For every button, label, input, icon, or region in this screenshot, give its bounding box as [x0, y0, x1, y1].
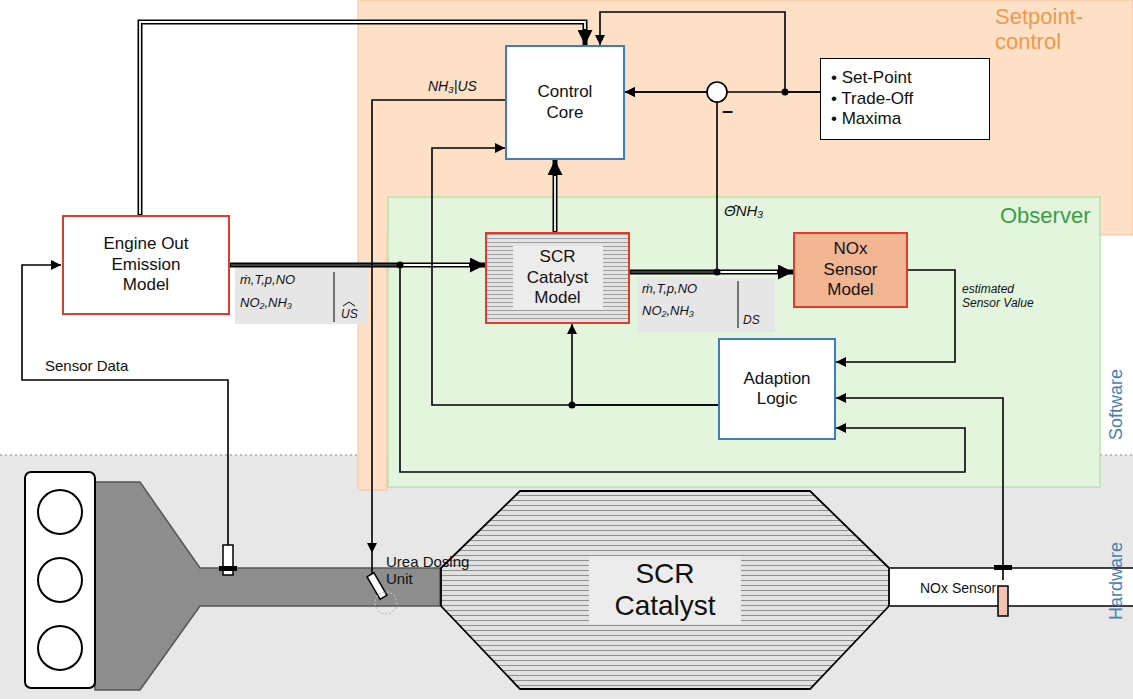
junction-dot: [714, 269, 721, 276]
part-label: SCR Catalyst: [589, 556, 741, 624]
signal-bar: [334, 272, 335, 322]
connector: [600, 12, 820, 92]
label-holder: NO₂,NH₃: [240, 295, 292, 310]
label-holder: US: [341, 307, 358, 321]
region-label: Setpoint-control: [995, 4, 1120, 55]
hat-symbol: [343, 302, 355, 306]
sign-label: –: [722, 100, 733, 120]
hardware-band: Hardware Urea Dosing Unit SCR Catalyst NOx …: [0, 455, 1133, 699]
signal-label: ṁ,T,p,NO: [240, 272, 295, 287]
injector-symbol: [367, 573, 387, 600]
signal-label: estimated Sensor Value: [962, 282, 1038, 311]
junction-dot: [397, 262, 404, 269]
list-item: • Set-Point: [831, 68, 912, 88]
connector-line: [600, 12, 820, 92]
label-holder: estimated Sensor Value: [962, 282, 1038, 311]
label-holder: NO₂,NH₃: [642, 303, 694, 318]
connector: [432, 148, 718, 405]
setpoint-list-box: • Set-Point• Trade-Off• Maxima: [820, 58, 990, 140]
part-label: Urea Dosing Unit: [386, 553, 472, 588]
model-box: Engine Out Emission Model: [62, 215, 230, 315]
label-holder: Sensor Data: [45, 357, 128, 374]
setpoint-region: [358, 0, 1133, 490]
observer-region: ObserverSCR Catalyst Model NOx Sensor Mod…: [388, 197, 1100, 487]
signal-subscript: US: [341, 307, 358, 321]
observer-region: [388, 197, 1100, 487]
hardware-ground: [0, 455, 1133, 699]
label-holder: DS: [743, 313, 760, 327]
signal-label: Θ̂NH₃: [724, 202, 763, 219]
box-label: SCR Catalyst Model: [513, 246, 603, 309]
nox-sensor: NOx Sensor: [918, 580, 1015, 628]
catalyst-shape: SCR Catalyst: [440, 490, 890, 690]
list-item: • Trade-Off: [831, 89, 913, 109]
sensor-base: [219, 566, 237, 571]
software-band: Software Setpoint-controlControl Core • Se…: [0, 0, 1133, 455]
connector: [625, 92, 717, 272]
spray-symbol: [375, 592, 397, 614]
signal-label: NH₃|US: [428, 78, 477, 94]
label-holder: ṁ,T,p,NO: [240, 272, 295, 287]
label-holder: Θ̂NH₃: [724, 202, 763, 219]
part-label: NOx Sensor: [920, 580, 996, 596]
model-box: SCR Catalyst Model: [485, 232, 630, 324]
process-box: Control Core: [505, 45, 625, 160]
junction-dot: [569, 402, 576, 409]
outlet-pipe: [890, 605, 1133, 607]
box-label: Engine Out Emission Model: [90, 234, 202, 295]
signal-label: NO₂,NH₃: [642, 303, 694, 318]
cylinder: [38, 490, 82, 534]
cylinder: [38, 626, 82, 670]
connector-line: [553, 160, 558, 232]
box-label: Control Core: [523, 82, 607, 123]
connector-line: [372, 100, 505, 553]
signal-label: NO₂,NH₃: [240, 295, 292, 310]
signal-box: [235, 268, 367, 324]
box-label: NOx Sensor Model: [813, 239, 889, 300]
signal-bar: [738, 281, 739, 328]
process-box: Adaption Logic: [718, 338, 836, 440]
label-holder: ṁ,T,p,NO: [642, 281, 697, 296]
connector-line: [572, 324, 718, 405]
signal-subscript: DS: [743, 313, 760, 327]
connector: [372, 100, 505, 553]
setpoint-region: Setpoint-controlControl Core• Set-Point•…: [358, 0, 1133, 235]
connector-line: [432, 148, 718, 405]
signal-name: Sensor Data: [45, 357, 128, 374]
label-holder: NH₃|US: [428, 78, 477, 94]
label-holder: –: [722, 100, 733, 120]
list-item: • Maxima: [831, 109, 901, 129]
connector-inner: [554, 176, 556, 231]
summing-junction: [707, 82, 727, 102]
signal-label: ṁ,T,p,NO: [642, 281, 697, 296]
signal-box: [637, 278, 775, 332]
region-label: Observer: [1000, 203, 1090, 229]
outlet-pipe: [890, 568, 1133, 606]
cylinder: [38, 558, 82, 602]
band-label: Software: [1106, 369, 1127, 440]
junction-dot: [782, 89, 789, 96]
nox-sensor-symbol: [998, 586, 1008, 616]
engine-block: [25, 472, 95, 688]
catalyst-body: [441, 491, 889, 689]
connector-line: [625, 92, 717, 272]
connector: [555, 160, 556, 232]
box-label: Adaption Logic: [735, 369, 819, 410]
dosing-stub: [371, 553, 373, 574]
connector: [572, 324, 718, 405]
band-label: Hardware: [1106, 542, 1127, 620]
model-box: NOx Sensor Model: [793, 232, 908, 308]
